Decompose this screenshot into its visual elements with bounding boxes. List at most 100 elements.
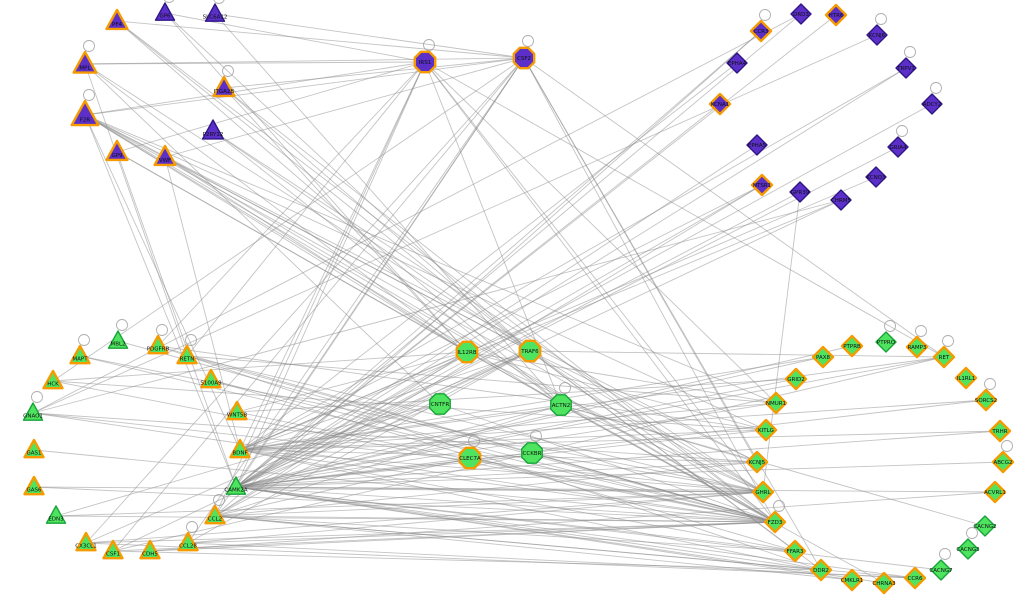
node-NTSR1[interactable]: NTSR1 (750, 173, 774, 197)
node-KCNJ5[interactable]: KCNJ5 (745, 450, 769, 474)
node-P2RY12[interactable]: P2RY12 (201, 119, 225, 140)
node-shape-triangle[interactable] (42, 369, 64, 390)
node-CACNG3[interactable]: CACNG3 (956, 538, 980, 560)
node-shape-triangle[interactable] (212, 75, 236, 98)
node-shape-diamond[interactable] (811, 345, 835, 369)
node-shape-diamond[interactable] (754, 418, 778, 442)
node-CACNG2[interactable]: CACNG2 (973, 515, 997, 537)
node-EDN3[interactable]: EDN3 (45, 505, 67, 524)
node-CACNG7[interactable]: CACNG7 (929, 559, 953, 581)
node-shape-octagon[interactable] (518, 339, 542, 363)
node-shape-diamond[interactable] (921, 93, 943, 115)
node-PTPRO[interactable]: PTPRO (875, 331, 897, 353)
node-shape-diamond[interactable] (750, 173, 774, 197)
node-shape-diamond[interactable] (957, 538, 979, 560)
node-shape-triangle[interactable] (23, 475, 45, 496)
node-SORCS2[interactable]: SORCS2 (974, 388, 998, 412)
node-ACTN2[interactable]: ACTN2 (550, 394, 572, 416)
node-FFAR3[interactable]: FFAR3 (783, 539, 807, 563)
node-GPR39[interactable]: GPR39 (789, 181, 811, 203)
node-shape-diamond[interactable] (932, 345, 956, 369)
node-shape-triangle[interactable] (204, 504, 226, 525)
node-ITGA2B[interactable]: ITGA2B (212, 75, 236, 98)
node-shape-octagon[interactable] (550, 394, 572, 416)
node-shape-diamond[interactable] (875, 331, 897, 353)
node-PAX8[interactable]: PAX8 (811, 345, 835, 369)
node-shape-triangle[interactable] (139, 539, 161, 560)
node-shape-octagon[interactable] (521, 442, 543, 464)
node-HTR6[interactable]: HTR6 (824, 3, 848, 27)
node-shape-diamond[interactable] (745, 450, 769, 474)
node-shape-triangle[interactable] (153, 144, 177, 167)
node-ACVRL1[interactable]: ACVRL1 (983, 480, 1007, 504)
node-CSF2[interactable]: CSF2 (512, 46, 536, 70)
node-shape-diamond[interactable] (763, 510, 787, 534)
node-RETN[interactable]: RETN (176, 344, 198, 365)
node-MPL[interactable]: MPL (72, 50, 98, 74)
node-RAMP3[interactable]: RAMP3 (905, 335, 929, 359)
node-PF4[interactable]: PF4 (105, 8, 129, 31)
node-shape-triangle[interactable] (102, 539, 124, 560)
node-RET[interactable]: RET (932, 345, 956, 369)
node-KCNA1[interactable]: KCNA1 (708, 92, 732, 116)
node-CLEC7A[interactable]: CLEC7A (458, 446, 482, 470)
node-shape-diamond[interactable] (783, 539, 807, 563)
node-GAS6[interactable]: GAS6 (23, 475, 45, 496)
node-KCNJ6[interactable]: KCNJ6 (866, 24, 888, 46)
node-shape-diamond[interactable] (974, 388, 998, 412)
node-shape-triangle[interactable] (75, 531, 97, 552)
node-CCKBR[interactable]: CCKBR (521, 442, 543, 464)
node-FZD3[interactable]: FZD3 (763, 510, 787, 534)
node-GHRL[interactable]: GHRL (751, 480, 775, 504)
node-shape-diamond[interactable] (830, 189, 852, 211)
node-shape-triangle[interactable] (201, 119, 225, 140)
node-shape-diamond[interactable] (887, 136, 909, 158)
node-shape-triangle[interactable] (107, 330, 129, 349)
node-TRPV1[interactable]: TRPV1 (895, 57, 917, 79)
node-ADCY2[interactable]: ADCY2 (921, 93, 943, 115)
node-shape-diamond[interactable] (905, 335, 929, 359)
node-TRHR[interactable]: TRHR (988, 419, 1012, 443)
node-GP9[interactable]: GP9 (105, 139, 129, 162)
node-shape-triangle[interactable] (105, 139, 129, 162)
node-shape-triangle[interactable] (225, 476, 247, 495)
node-DRD3[interactable]: DRD3 (790, 3, 812, 25)
node-shape-diamond[interactable] (991, 450, 1015, 474)
node-CX3CL1[interactable]: CX3CL1 (75, 531, 97, 552)
node-MBL2[interactable]: MBL2 (107, 330, 129, 349)
node-shape-octagon[interactable] (455, 340, 479, 364)
node-HCK[interactable]: HCK (42, 369, 64, 390)
node-shape-triangle[interactable] (176, 344, 198, 365)
node-shape-diamond[interactable] (764, 391, 788, 415)
node-shape-triangle[interactable] (200, 368, 222, 389)
node-shape-triangle[interactable] (147, 334, 169, 355)
node-shape-diamond[interactable] (974, 515, 996, 537)
node-shape-triangle[interactable] (226, 400, 248, 421)
node-shape-triangle[interactable] (177, 531, 199, 552)
node-shape-diamond[interactable] (790, 3, 812, 25)
node-shape-diamond[interactable] (895, 57, 917, 79)
node-shape-diamond[interactable] (746, 134, 768, 156)
node-shape-diamond[interactable] (988, 419, 1012, 443)
node-shape-diamond[interactable] (983, 480, 1007, 504)
node-shape-diamond[interactable] (809, 558, 833, 582)
node-CHRM5[interactable]: CHRM5 (830, 189, 852, 211)
node-shape-diamond[interactable] (930, 559, 952, 581)
node-shape-triangle[interactable] (72, 50, 98, 74)
node-shape-triangle[interactable] (22, 402, 44, 421)
node-shape-octagon[interactable] (512, 46, 536, 70)
node-GP6[interactable]: GP6 (154, 2, 176, 21)
node-PDGFRB[interactable]: PDGFRB (147, 334, 170, 355)
node-shape-diamond[interactable] (903, 566, 927, 590)
node-shape-triangle[interactable] (69, 344, 91, 365)
node-TRAF6[interactable]: TRAF6 (518, 339, 542, 363)
node-shape-diamond[interactable] (824, 3, 848, 27)
node-shape-diamond[interactable] (840, 334, 864, 358)
node-shape-triangle[interactable] (229, 438, 251, 459)
node-shape-triangle[interactable] (45, 505, 67, 524)
node-PTPRB[interactable]: PTPRB (840, 334, 864, 358)
node-shape-diamond[interactable] (789, 181, 811, 203)
node-EPHA4[interactable]: EPHA4 (726, 52, 748, 74)
node-IRS1[interactable]: IRS1 (413, 50, 437, 74)
